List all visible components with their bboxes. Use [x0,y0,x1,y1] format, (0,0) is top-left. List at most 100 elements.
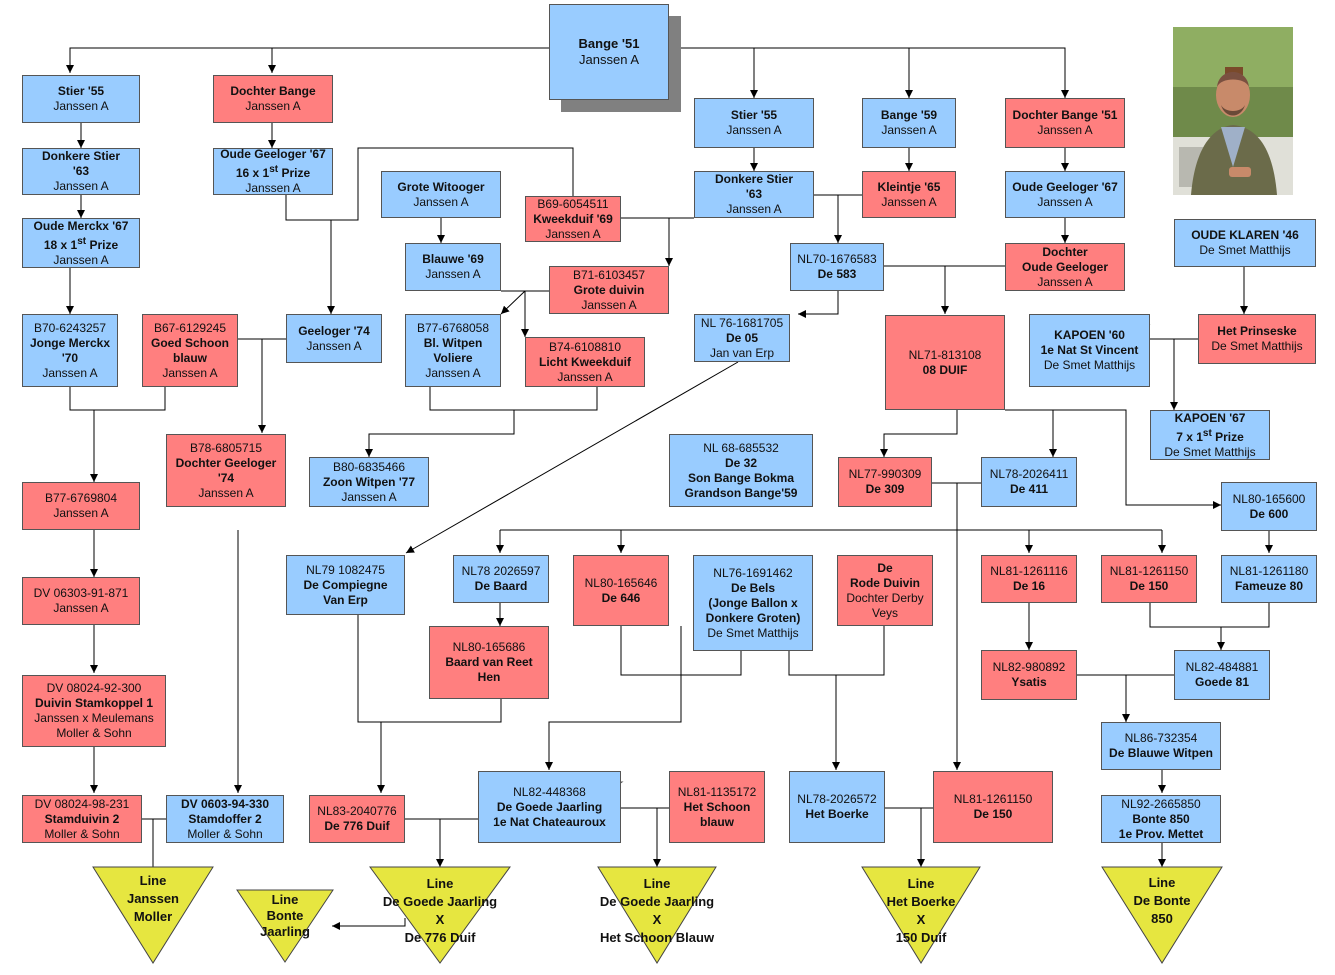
prize-word: Prize [86,237,119,252]
box-owner: Janssen A [1037,194,1093,209]
triangle-line-boerke-150 [861,866,981,964]
box-de-05: NL 76-1681705 De 05 Jan van Erp [694,314,790,362]
box-label: De 411 [1009,482,1049,496]
box-label: De 583 [817,267,857,281]
box-owner: Janssen x Meulemans [34,711,154,725]
box-label: De 600 [1249,506,1289,521]
tri-text: 850 [1151,911,1173,926]
box-id: NL81-1261180 [1229,564,1309,578]
box-label: De [877,560,893,575]
box-bange-51: Bange '51 Janssen A [549,4,669,100]
box-owner: Janssen A [581,297,637,312]
box-id: DV 08024-92-300 [46,681,142,695]
box-owner: Janssen A [245,181,301,195]
box-prize: 18 x 1st Prize [44,234,118,253]
tri-line: Line [271,892,299,907]
box-label: 1e Nat St Vincent [1040,343,1139,357]
box-goed-schoon-blauw: B67-6129245 Goed Schoon blauw Janssen A [142,314,238,387]
box-stamduivin-2: DV 08024-98-231 Stamduivin 2 Moller & So… [22,795,142,843]
box-label: Kweekduif '69 [533,211,613,226]
box-oude-klaren-46: OUDE KLAREN '46 De Smet Matthijs [1174,219,1316,267]
box-id: B78-6805715 [189,440,263,455]
box-id: NL81-1261116 [990,564,1068,578]
box-label: Goed Schoon [151,335,229,350]
box-owner: Janssen A [53,99,109,113]
box-owner: Janssen A [881,194,937,209]
box-id: DV 0603-94-330 [180,796,270,811]
box-blauwe-69: Blauwe '69 Janssen A [405,243,501,291]
box-id: B77-6768058 [416,320,490,335]
triangle-line-bonte-jaarling [236,889,334,963]
box-donkere-stier-63-a: Donkere Stier '63 Janssen A [22,148,140,195]
box-kapoen-60: KAPOEN '60 1e Nat St Vincent De Smet Mat… [1029,314,1150,387]
triangle-line-goede-jaarling-schoon [597,866,717,964]
box-het-prinseske: Het Prinseske De Smet Matthijs [1198,314,1316,364]
tri-text: Het Boerke [886,894,956,909]
tri-text: De Goede Jaarling [599,894,715,909]
box-owner: De Smet Matthijs [1164,444,1256,459]
box-id: DV 08024-98-231 [34,796,130,811]
box-label: Duivin Stamkoppel 1 [34,696,154,710]
box-id: NL 68-685532 [703,440,779,455]
box-id: NL80-165686 [452,640,526,654]
box-dochter-bange: Dochter Bange Janssen A [213,75,333,123]
box-label: 1e Nat Chateauroux [493,814,606,829]
box-owner: Moller & Sohn [56,726,132,740]
box-id: NL80-165600 [1232,491,1306,506]
box-label: '74 [217,470,235,485]
triangle-line-de-bonte-850 [1101,866,1223,964]
box-owner: Dochter Derby [846,590,924,605]
box-label: '63 [72,164,90,178]
box-owner: Janssen A [42,365,98,380]
box-owner: Janssen A [726,123,782,137]
box-b77-6769804: B77-6769804 Janssen A [22,482,140,530]
box-id: B80-6835466 [332,459,406,474]
box-label: Stier '55 [57,84,105,98]
tri-text: X [916,912,926,927]
line-boerke-150-label: Line Het Boerke X 150 Duif [861,875,981,947]
box-de-776-duif: NL83-2040776 De 776 Duif [309,795,405,843]
box-owner: Janssen A [881,123,937,137]
box-licht-kweekduif: B74-6108810 Licht Kweekduif Janssen A [525,337,645,387]
box-owner: Janssen A [726,202,782,216]
box-fameuze-80: NL81-1261180 Fameuze 80 [1221,555,1317,603]
tri-text: 150 Duif [895,930,947,945]
box-id: NL82-484881 [1185,660,1259,674]
box-owner: Janssen A [579,52,639,67]
box-zoon-witpen-77: B80-6835466 Zoon Witpen '77 Janssen A [309,457,429,507]
box-stier-55-a: Stier '55 Janssen A [22,75,140,123]
prize-count: 16 x 1 [235,166,270,180]
box-baard-van-reet: NL80-165686 Baard van Reet Hen [429,626,549,699]
box-label: De Goede Jaarling [496,799,603,814]
box-id: NL77-990309 [848,467,922,481]
box-owner: Janssen A [53,179,109,193]
box-owner: Janssen A [162,365,218,380]
box-id: NL81-1261150 [953,792,1033,806]
box-de-583: NL70-1676583 De 583 [790,243,884,291]
box-label: Voliere [433,350,473,365]
box-id: B70-6243257 [33,320,107,335]
box-de-150-b: NL81-1261150 De 150 [933,771,1053,843]
box-id: DV 06303-91-871 [33,586,129,600]
box-id: NL79 1082475 [306,562,385,577]
breeder-portrait-photo [1173,27,1293,195]
box-owner: Moller & Sohn [187,826,263,841]
box-id: B77-6769804 [44,491,118,505]
box-owner: Janssen A [245,99,301,113]
box-jonge-merckx-70: B70-6243257 Jonge Merckx '70 Janssen A [22,314,118,387]
box-owner: Moller & Sohn [44,826,120,841]
box-owner: De Smet Matthijs [707,625,799,640]
box-label: De 32 [724,455,758,470]
box-id: B69-6054511 [537,196,609,211]
box-id: NL81-1135172 [677,784,757,799]
box-oude-geeloger-67-b: Oude Geeloger '67 Janssen A [1005,171,1125,218]
prize-sup: st [77,235,87,247]
box-label: Licht Kweekduif [538,354,631,369]
box-label: 1e Prov. Mettet [1118,826,1204,841]
box-de-411: NL78-2026411 De 411 [981,457,1077,507]
box-id: NL86-732354 [1124,731,1198,745]
box-label: De Blauwe Witpen [1109,746,1213,760]
box-id: NL78-2026411 [989,467,1069,481]
box-owner: Janssen A [425,365,481,380]
